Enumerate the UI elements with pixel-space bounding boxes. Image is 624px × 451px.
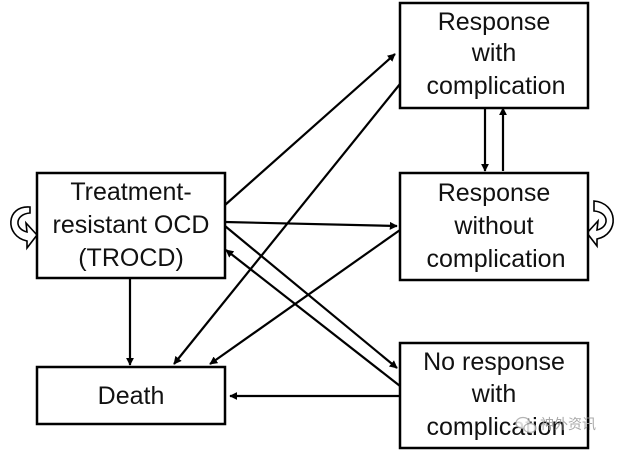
node-trocd-line-1: Treatment- [70, 178, 191, 206]
node-response-with-line-3: complication [427, 72, 566, 100]
node-trocd: Treatment- resistant OCD (TROCD) [35, 171, 227, 280]
node-death: Death [35, 365, 227, 426]
arrow-trocd-to-response-without-complication [224, 220, 398, 230]
arrow-response-with-to-death [173, 83, 401, 365]
watermark: 神外资讯 [515, 416, 596, 434]
arrow-response-without-to-death [209, 229, 401, 365]
node-response-with-complication: Response with complication [398, 1, 590, 110]
node-no-response-line-1: No response [423, 348, 565, 376]
arrow-no-response-to-trocd [225, 249, 401, 387]
node-response-with-line-2: with [471, 39, 516, 67]
watermark-text: 神外资讯 [540, 417, 596, 433]
node-trocd-line-3: (TROCD) [78, 244, 184, 272]
node-death-label: Death [98, 382, 165, 410]
self-loop-trocd [10, 206, 39, 251]
node-no-response-line-2: with [471, 380, 516, 408]
node-response-with-line-1: Response [438, 8, 551, 36]
wechat-icon [515, 416, 537, 434]
node-response-without-line-1: Response [438, 179, 551, 207]
arrow-trocd-to-no-response [224, 225, 398, 369]
self-loop-response-without-complication [585, 200, 614, 249]
arrow-trocd-to-response-with-complication [224, 53, 396, 206]
node-no-response-with-complication: No response with complication [398, 341, 590, 450]
node-response-without-line-2: without [453, 212, 533, 240]
circular-arrow-icon [585, 200, 614, 249]
node-response-without-complication: Response without complication [398, 171, 590, 282]
transition-arrows [126, 53, 507, 400]
node-trocd-line-2: resistant OCD [53, 211, 210, 239]
circular-arrow-icon [10, 206, 39, 251]
node-no-response-line-3: complication [427, 413, 566, 441]
node-response-without-line-3: complication [427, 245, 566, 273]
